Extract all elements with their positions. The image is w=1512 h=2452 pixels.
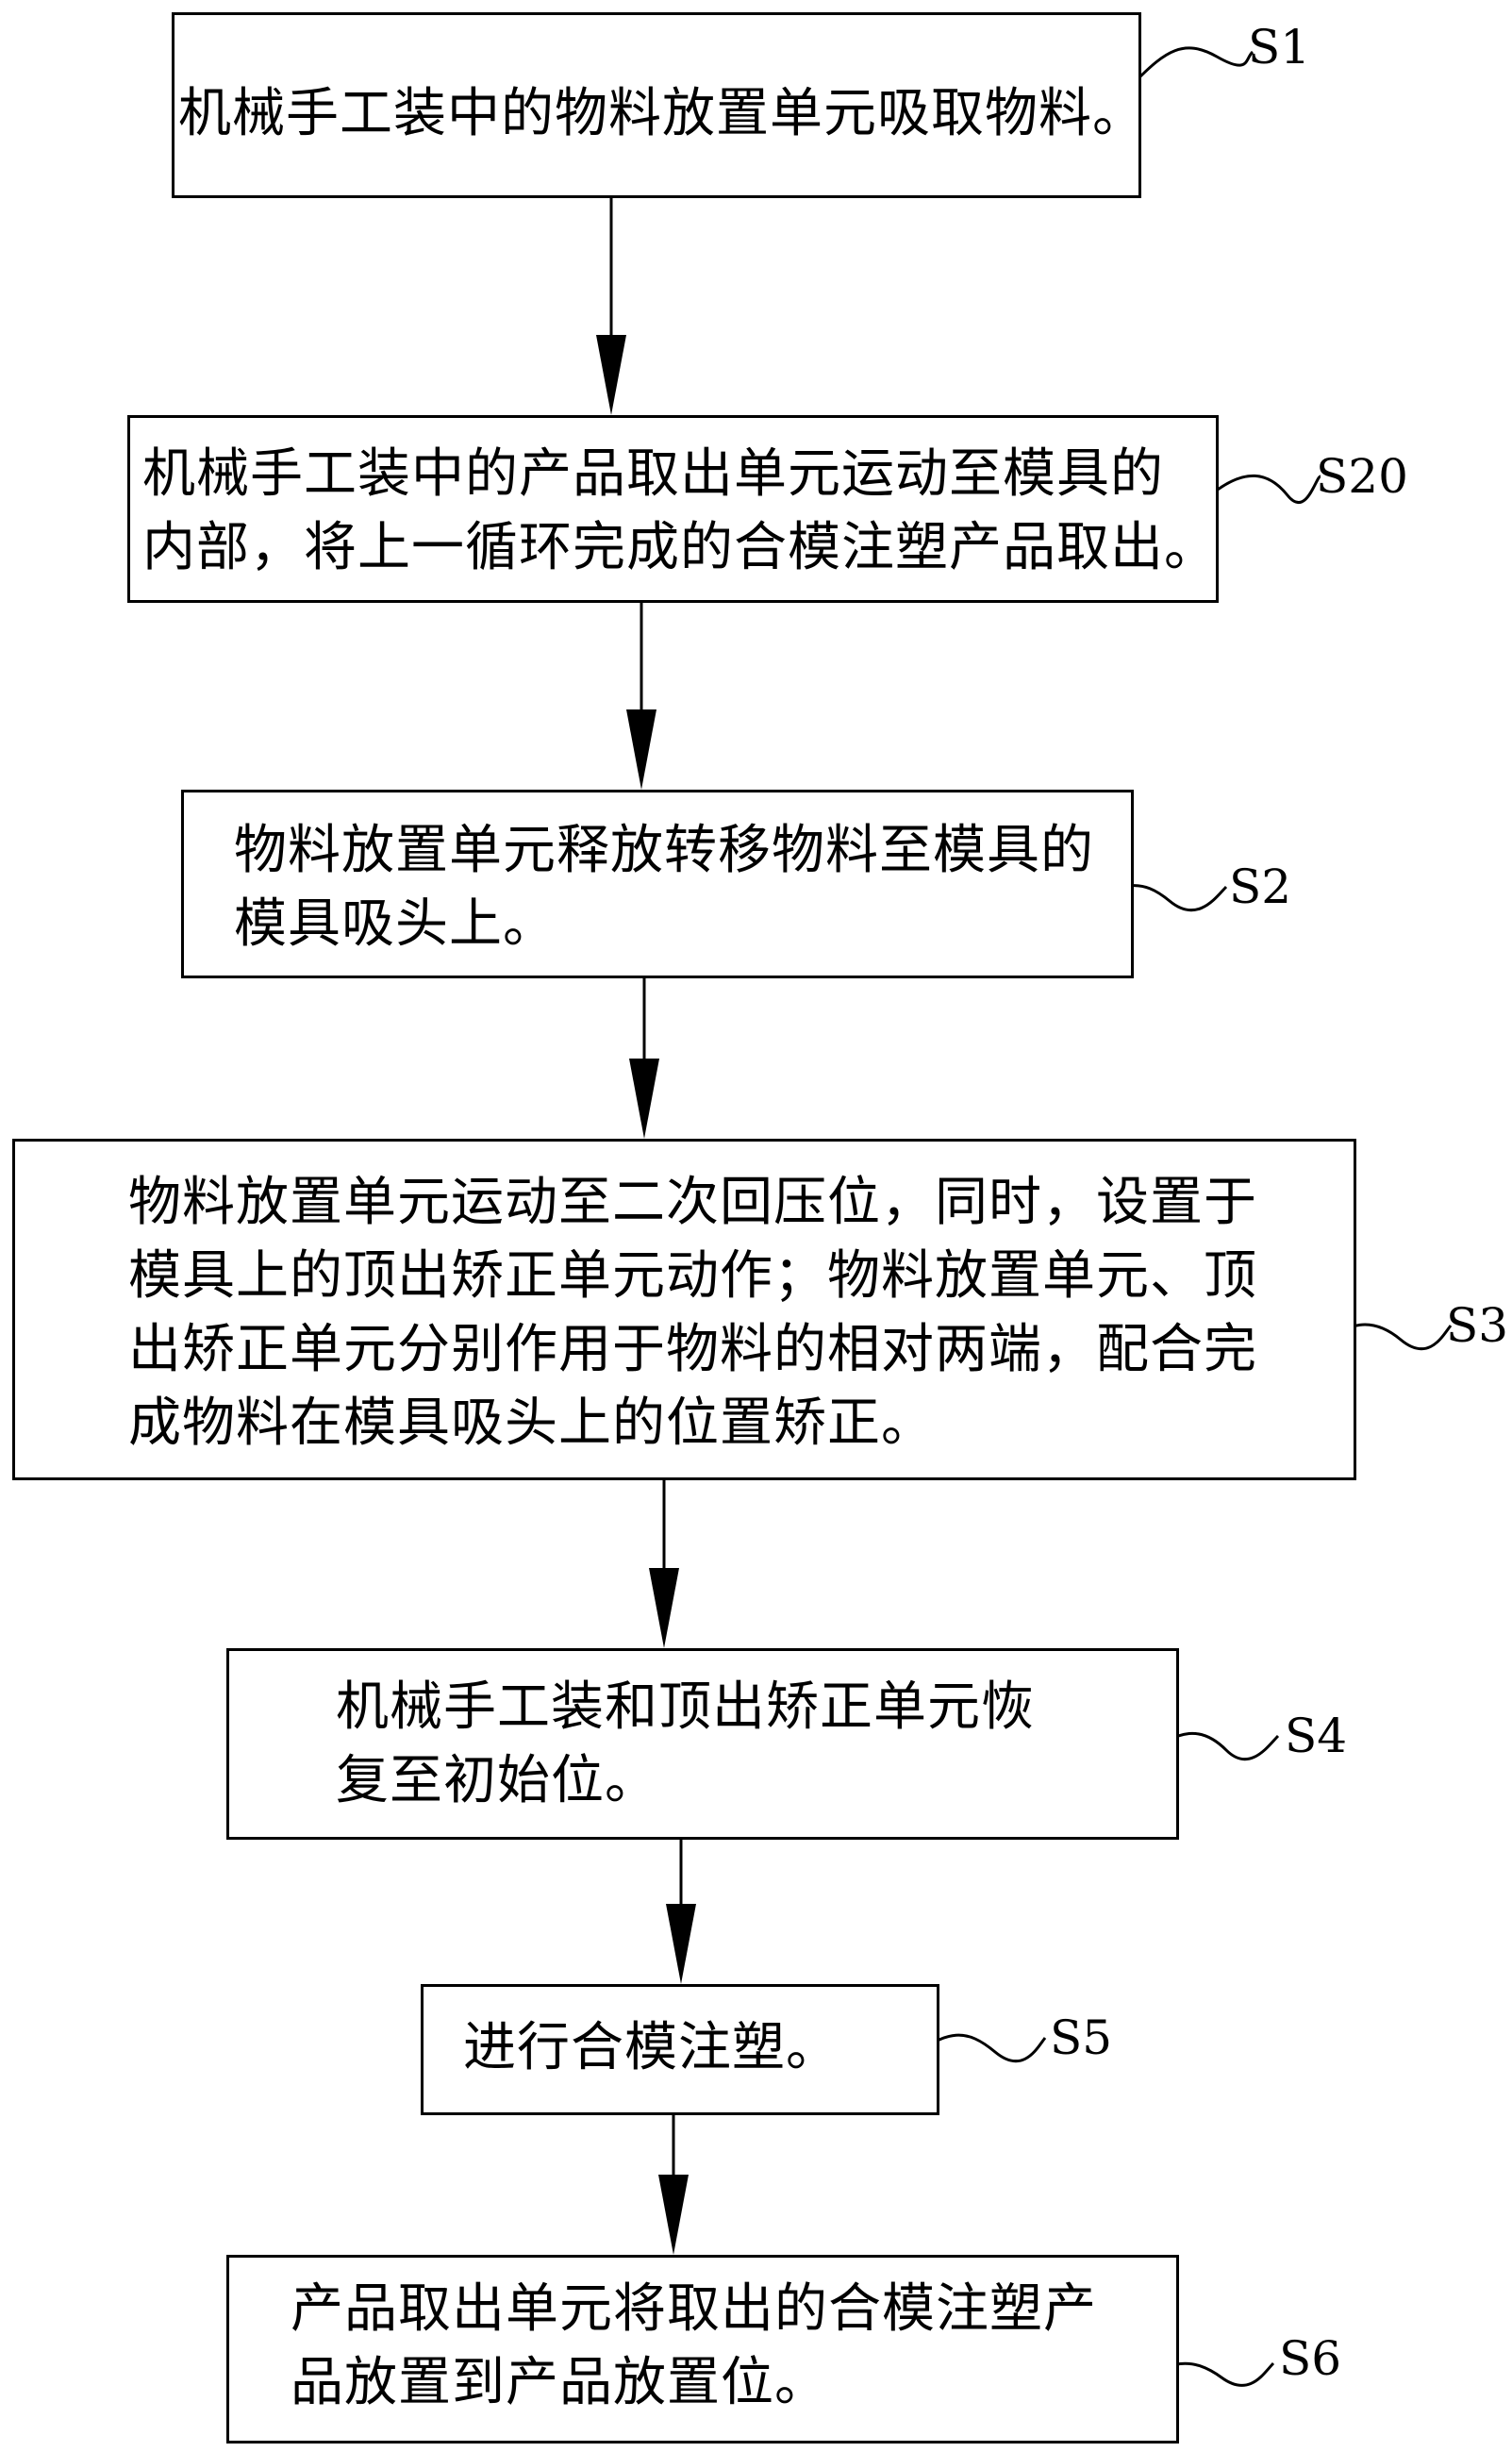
step-s4-box: 机械手工装和顶出矫正单元恢 复至初始位。 xyxy=(226,1648,1179,1840)
step-s1-label: S1 xyxy=(1248,20,1311,75)
arrow-s1-to-s20 xyxy=(596,196,626,415)
arrow-s5-to-s6 xyxy=(658,2113,689,2255)
step-s2-label: S2 xyxy=(1229,859,1292,914)
step-s3-box: 物料放置单元运动至二次回压位，同时，设置于 模具上的顶出矫正单元动作；物料放置单… xyxy=(12,1139,1356,1480)
arrow-s20-to-s2 xyxy=(626,601,656,790)
step-s5-box: 进行合模注塑。 xyxy=(421,1984,939,2115)
step-s3-line-1: 物料放置单元运动至二次回压位，同时，设置于 xyxy=(128,1172,1257,1233)
step-s2-box: 物料放置单元释放转移物料至模具的 模具吸头上。 xyxy=(181,790,1134,978)
step-s3-line-4: 成物料在模具吸头上的位置矫正。 xyxy=(128,1393,935,1454)
step-s20-line-1: 机械手工装中的产品取出单元运动至模具的 xyxy=(142,443,1164,505)
step-s3-line-2: 模具上的顶出矫正单元动作；物料放置单元、顶 xyxy=(128,1245,1257,1307)
leader-s1 xyxy=(1135,46,1254,82)
step-s5-line-1: 进行合模注塑。 xyxy=(463,2017,839,2078)
arrow-s4-to-s5 xyxy=(666,1838,696,1984)
step-s4-label: S4 xyxy=(1285,1709,1348,1763)
step-s20-box: 机械手工装中的产品取出单元运动至模具的 内部，将上一循环完成的合模注塑产品取出。 xyxy=(127,415,1219,603)
step-s20-label: S20 xyxy=(1316,449,1408,504)
step-s20-line-2: 内部，将上一循环完成的合模注塑产品取出。 xyxy=(142,517,1218,578)
step-s1-box: 机械手工装中的物料放置单元吸取物料。 xyxy=(172,12,1145,198)
arrow-s3-to-s4 xyxy=(649,1478,679,1648)
step-s5-label: S5 xyxy=(1050,2010,1113,2065)
step-s6-line-1: 产品取出单元将取出的合模注塑产 xyxy=(291,2278,1097,2340)
step-s6-line-2: 品放置到产品放置位。 xyxy=(291,2352,828,2413)
step-s3-label: S3 xyxy=(1446,1298,1509,1353)
step-s4-line-1: 机械手工装和顶出矫正单元恢 xyxy=(336,1676,1035,1738)
step-s2-line-2: 模具吸头上。 xyxy=(234,893,557,955)
step-s4-line-2: 复至初始位。 xyxy=(336,1750,658,1811)
step-s1-line-1: 机械手工装中的物料放置单元吸取物料。 xyxy=(178,83,1146,144)
leader-s20 xyxy=(1209,474,1321,504)
step-s6-box: 产品取出单元将取出的合模注塑产 品放置到产品放置位。 xyxy=(226,2255,1179,2444)
step-s2-line-1: 物料放置单元释放转移物料至模具的 xyxy=(234,820,1094,881)
step-s3-line-3: 出矫正单元分别作用于物料的相对两端，配合完 xyxy=(128,1319,1257,1380)
step-s6-label: S6 xyxy=(1279,2331,1342,2386)
arrow-s2-to-s3 xyxy=(629,976,659,1139)
